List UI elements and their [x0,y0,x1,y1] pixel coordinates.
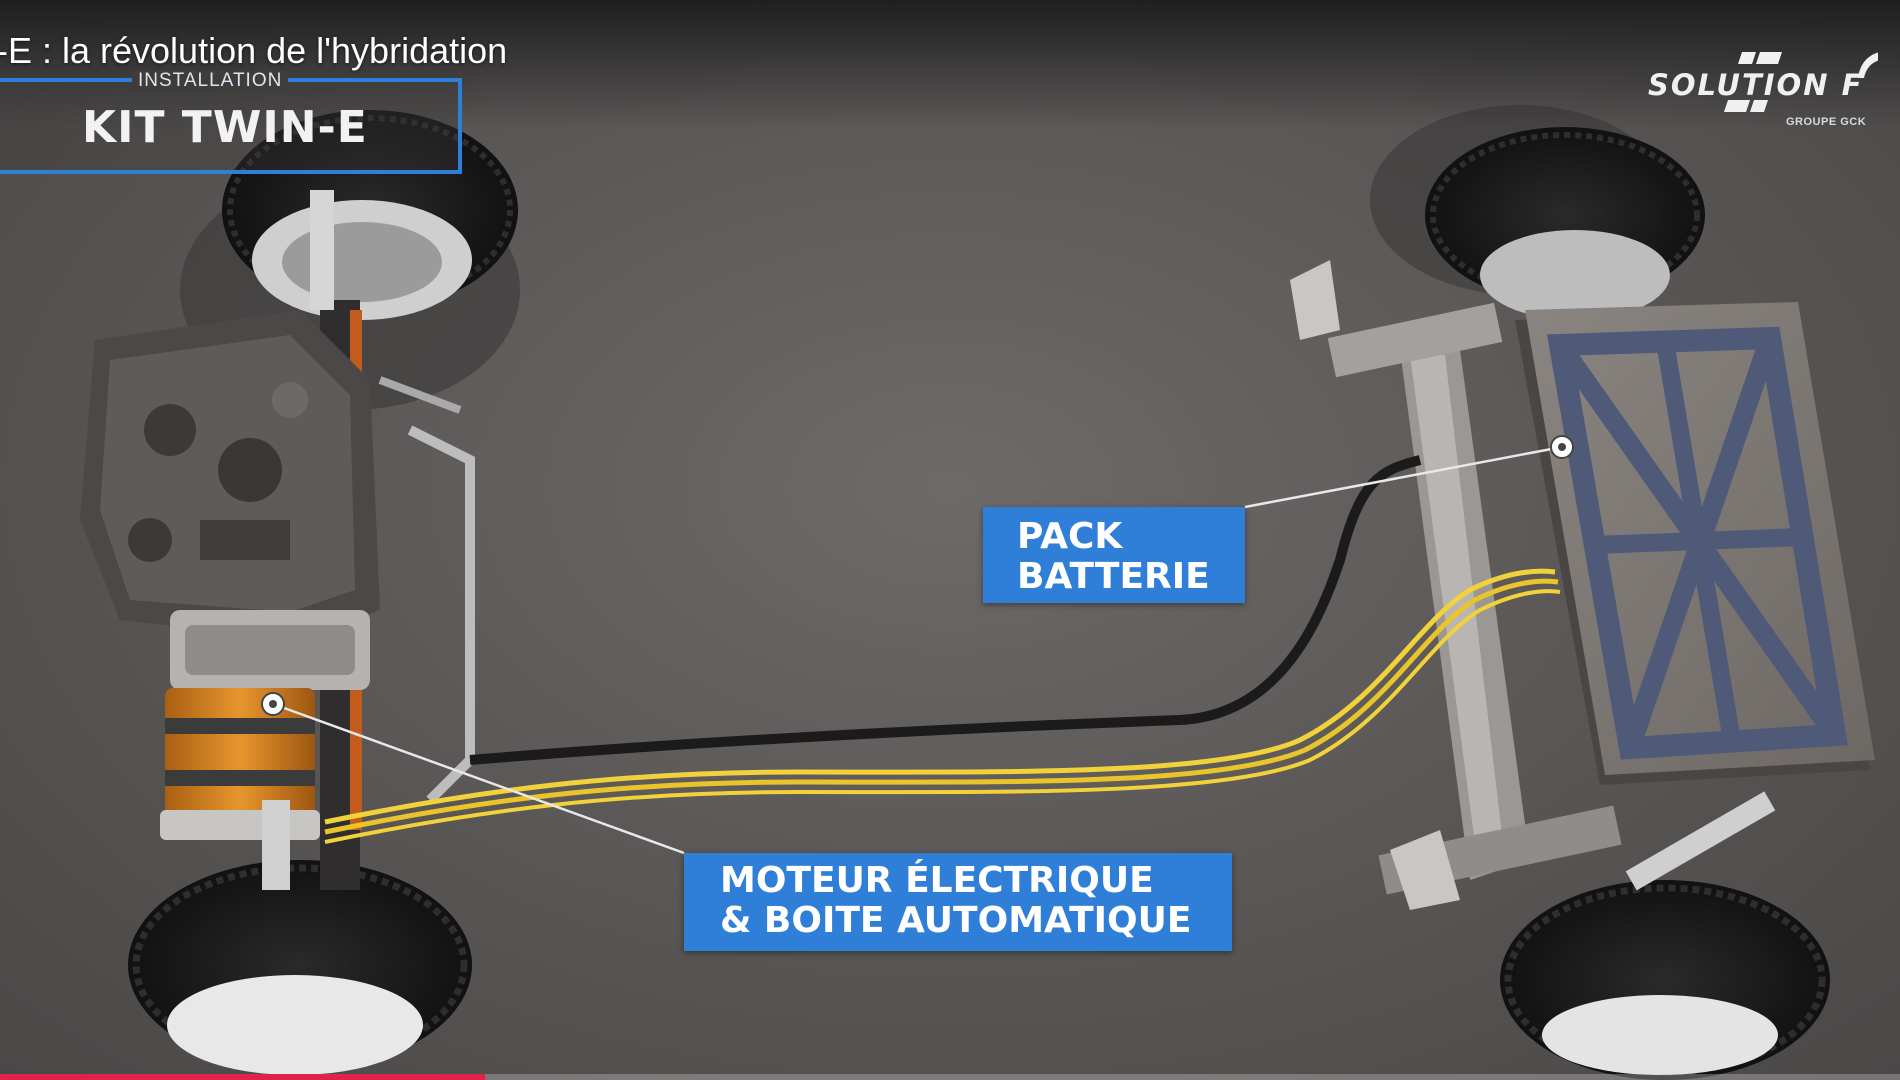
title-overlay-gradient [0,0,1900,130]
video-progress-bar[interactable] [0,1074,1900,1080]
brand-logo: SOLUTION F GROUPE GCK [1648,48,1878,138]
engine-block [80,310,380,640]
battery-pack [1515,302,1875,785]
video-progress-fill [0,1074,485,1080]
rear-left-wheel [128,860,472,1075]
rear-axle-assembly [1290,105,1875,1080]
motor-gearbox-callout: MOTEUR ÉLECTRIQUE & BOITE AUTOMATIQUE [684,853,1232,951]
motor-callout-line1: MOTEUR ÉLECTRIQUE [720,860,1154,901]
rear-right-wheel [1500,880,1830,1080]
callout-leaders [261,435,1574,855]
battery-pack-callout: PACK BATTERIE [983,507,1245,603]
video-title[interactable]: -E : la révolution de l'hybridation [0,30,508,71]
brand-name: SOLUTION F [1648,68,1864,102]
installation-label: INSTALLATION [132,70,289,92]
brand-group: GROUPE GCK [1786,116,1867,128]
front-right-wheel [1425,127,1705,320]
power-cables [324,455,1561,844]
front-left-wheel [222,110,518,320]
battery-callout-line2: BATTERIE [1017,556,1210,597]
battery-callout-line1: PACK [1017,516,1123,557]
electric-motor [160,688,320,840]
brand-stripes-icon [1724,52,1878,112]
motor-callout-line2: & BOITE AUTOMATIQUE [720,900,1192,941]
gearbox [170,610,370,690]
kit-name-label: KIT TWIN-E [82,102,368,153]
front-axle-assembly [80,110,520,1075]
